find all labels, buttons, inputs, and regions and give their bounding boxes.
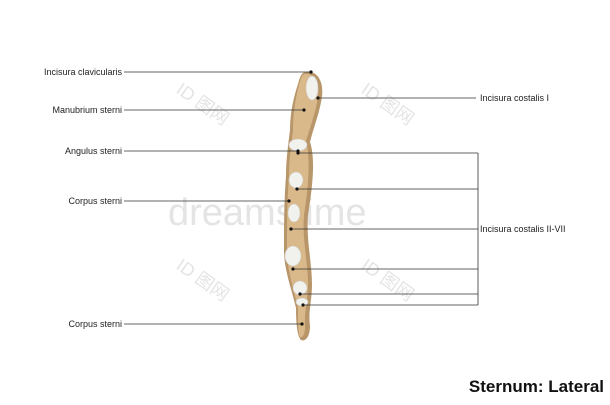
right-labels: Incisura costalis I Incisura costalis II…: [289, 93, 566, 307]
watermark-brand: dreamstime: [168, 192, 367, 234]
marker-corpus-sterni-lower: [300, 322, 304, 326]
watermark-logo-1: ID 图网: [173, 79, 233, 129]
label-incisura-costalis-2-7: Incisura costalis II-VII: [480, 224, 566, 234]
costal-facet-4: [287, 203, 301, 223]
label-incisura-clavicularis: Incisura clavicularis: [44, 67, 123, 77]
marker-corpus-sterni-upper: [287, 199, 291, 203]
watermark-logo-4: ID 图网: [358, 255, 418, 305]
marker-incisura-clavicularis: [309, 70, 313, 74]
label-corpus-sterni-upper: Corpus sterni: [68, 196, 122, 206]
bracket-costal-notches: [289, 151, 479, 307]
costal-facet-2: [288, 138, 308, 152]
watermark-logo-3: ID 图网: [173, 255, 233, 305]
left-labels: Incisura clavicularis Manubrium sterni A…: [44, 67, 313, 329]
marker-manubrium-sterni: [302, 108, 306, 112]
label-corpus-sterni-lower: Corpus sterni: [68, 319, 122, 329]
marker-costal-notch-5: [291, 267, 295, 271]
marker-costal-notch-7: [301, 303, 305, 307]
marker-costal-notch-4: [289, 227, 293, 231]
costal-facet-5: [284, 245, 302, 267]
watermark-logo-2: ID 图网: [358, 79, 418, 129]
label-angulus-sterni: Angulus sterni: [65, 146, 122, 156]
label-manubrium-sterni: Manubrium sterni: [52, 105, 122, 115]
diagram-title: Sternum: Lateral: [469, 377, 604, 396]
marker-costal-notch-3: [295, 187, 299, 191]
marker-costal-notch-2: [296, 151, 300, 155]
costal-facet-3: [288, 171, 304, 189]
label-incisura-costalis-1: Incisura costalis I: [480, 93, 549, 103]
marker-costal-notch-6: [298, 292, 302, 296]
clavicular-notch-facet: [305, 75, 319, 101]
